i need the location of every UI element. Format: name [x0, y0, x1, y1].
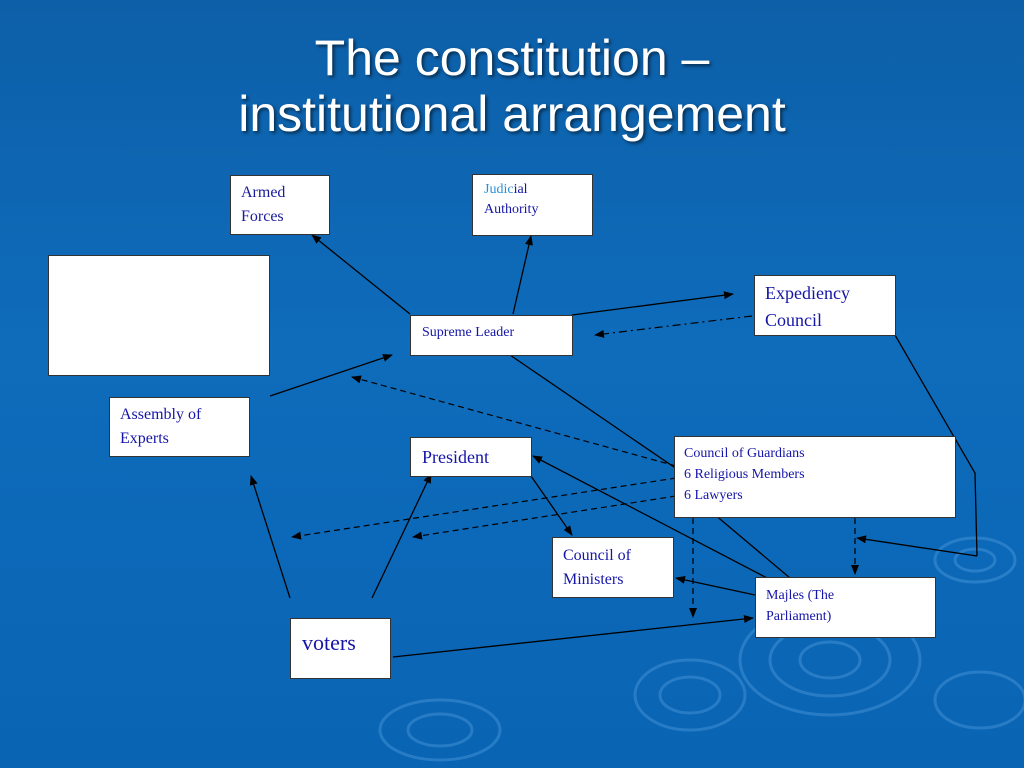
legend-box	[48, 255, 270, 376]
leader-to-expediency	[571, 291, 734, 316]
node-majles: Majles (The Parliament)	[755, 577, 936, 638]
judicial-line-2: Authority	[484, 202, 539, 217]
voters-to-assembly	[249, 475, 291, 599]
guardians-line-1: Council of Guardians	[684, 446, 805, 461]
guardians-line-3: 6 Lawyers	[684, 488, 743, 503]
judicial-part-2: ial	[513, 182, 528, 197]
leader-to-armed-forces	[311, 234, 411, 315]
leader-to-guardians	[509, 354, 691, 479]
node-president: President	[410, 437, 532, 477]
assembly-line-1: Assembly of	[120, 406, 202, 423]
guardians-to-leader-dashed	[351, 375, 677, 467]
expediency-to-leader-dashed	[594, 315, 753, 338]
assembly-line-2: Experts	[120, 430, 169, 447]
voters-to-majles	[392, 614, 754, 658]
node-council-of-guardians: Council of Guardians 6 Religious Members…	[674, 436, 956, 518]
supreme-leader-label: Supreme Leader	[422, 325, 515, 340]
guardians-to-assembly-dashed	[291, 477, 677, 540]
node-armed-forces: Armed Forces	[230, 175, 330, 235]
majles-to-president	[532, 455, 768, 579]
voters-to-president	[371, 473, 432, 599]
node-expediency-council: Expediency Council	[754, 275, 896, 336]
guardians-to-president-dashed	[412, 495, 677, 540]
guardians-line-2: 6 Religious Members	[684, 467, 805, 482]
node-voters: voters	[290, 618, 391, 679]
president-label: President	[422, 447, 489, 467]
ministers-line-1: Council of	[563, 547, 631, 564]
leader-to-judicial	[512, 235, 533, 315]
title-line-2: institutional arrangement	[238, 86, 786, 142]
majles-to-ministers	[675, 575, 756, 596]
node-council-of-ministers: Council of Ministers	[552, 537, 674, 598]
node-assembly-of-experts: Assembly of Experts	[109, 397, 250, 457]
judicial-line-1: Judicial	[484, 180, 592, 200]
node-supreme-leader: Supreme Leader	[410, 315, 573, 356]
expediency-line-2: Council	[765, 310, 822, 330]
voters-label: voters	[302, 630, 356, 655]
judicial-part-1: Judic	[484, 182, 514, 197]
expediency-to-guardians	[894, 334, 978, 557]
president-to-ministers	[530, 475, 573, 536]
ministers-line-2: Ministers	[563, 571, 624, 588]
majles-line-1: Majles (The	[766, 588, 835, 603]
slide-title: The constitution – institutional arrange…	[0, 30, 1024, 142]
expediency-line-1: Expediency	[765, 283, 850, 303]
armed-forces-line-1: Armed	[241, 184, 286, 201]
armed-forces-line-2: Forces	[241, 208, 284, 225]
majles-line-2: Parliament)	[766, 609, 832, 624]
assembly-to-leader	[269, 354, 393, 397]
node-judicial-authority: Judicial Authority	[472, 174, 593, 236]
expediency-to-guardians-arrow	[856, 535, 978, 557]
title-line-1: The constitution –	[314, 30, 710, 86]
